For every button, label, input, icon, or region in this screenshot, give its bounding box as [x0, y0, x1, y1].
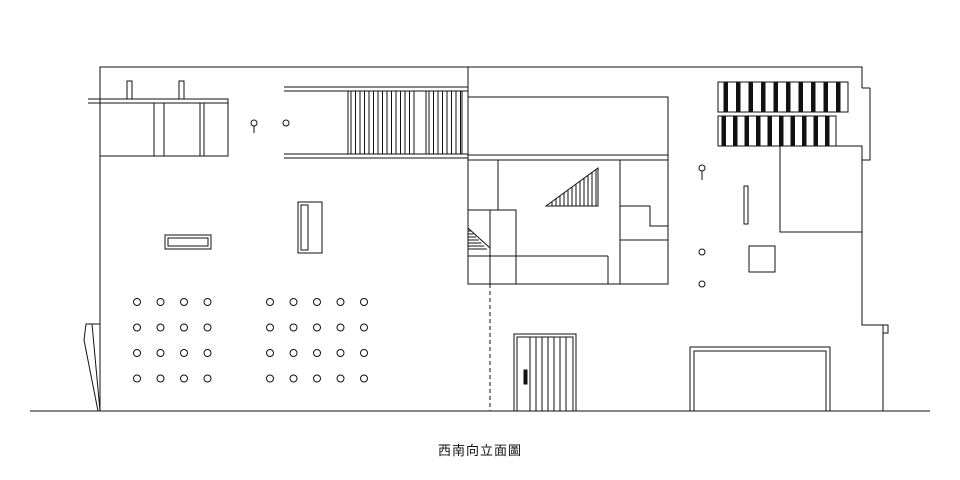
door-slats: [529, 337, 567, 411]
porthole: [266, 349, 274, 357]
shutter-fin: [773, 81, 778, 113]
porthole: [336, 323, 345, 332]
porthole-grids: [133, 298, 368, 383]
wall-light: [250, 119, 258, 127]
shutter-fin: [723, 81, 728, 113]
shutter-fin: [811, 81, 816, 113]
drawing-caption: 西南向立面圖: [437, 444, 522, 459]
slot-window: [164, 234, 212, 250]
shutter-fins: [721, 81, 841, 147]
shutter-fin: [823, 81, 828, 113]
shutter-fin: [779, 115, 784, 147]
porthole: [133, 323, 141, 332]
square-window: [779, 145, 863, 233]
shutter-fin: [813, 115, 818, 147]
porthole: [156, 349, 165, 357]
porthole: [203, 374, 212, 383]
porthole: [360, 298, 368, 306]
slim-window: [743, 185, 749, 225]
porthole: [203, 349, 212, 357]
porthole: [133, 374, 141, 383]
shutter-fin: [825, 115, 830, 147]
vertical-window: [297, 201, 323, 254]
shutter-fin: [748, 81, 753, 113]
porthole: [336, 298, 345, 306]
shutter-fin: [744, 115, 749, 147]
wall-light: [698, 164, 706, 172]
porthole: [289, 298, 298, 306]
porthole: [289, 349, 298, 357]
porthole: [156, 374, 165, 383]
shutter-fin: [736, 81, 741, 113]
porthole: [360, 374, 368, 383]
shutter-window-bottom: [717, 115, 837, 147]
wall-light: [698, 280, 706, 288]
porthole: [289, 374, 298, 383]
porthole: [313, 349, 321, 357]
shutter-fin: [786, 81, 791, 113]
small-square-window: [748, 245, 776, 273]
porthole: [313, 323, 321, 332]
shutter-fin: [721, 115, 726, 147]
porthole: [133, 298, 141, 306]
porthole: [180, 349, 188, 357]
slat-screen: [350, 91, 461, 154]
porthole: [266, 374, 274, 383]
porthole: [266, 298, 274, 306]
shutter-window-top: [717, 81, 849, 113]
porthole: [313, 374, 321, 383]
porthole: [289, 323, 298, 332]
porthole: [180, 374, 188, 383]
shutter-fin: [733, 115, 738, 147]
garage-door: [689, 346, 831, 412]
porthole: [360, 323, 368, 332]
porthole: [203, 298, 212, 306]
shutter-fin: [836, 81, 841, 113]
porthole: [133, 349, 141, 357]
porthole: [266, 323, 274, 332]
shutter-fin: [802, 115, 807, 147]
central-courtyard-frame: [467, 96, 669, 285]
shutter-fin: [767, 115, 772, 147]
porthole: [180, 323, 188, 332]
porthole: [156, 298, 165, 306]
porthole: [313, 298, 321, 306]
wall-light: [698, 248, 706, 256]
shutter-fin: [761, 81, 766, 113]
entrance-door: [513, 333, 577, 412]
porthole: [336, 374, 345, 383]
wall-light: [282, 119, 290, 127]
shutter-fin: [790, 115, 795, 147]
triangle-screen-hatch: [551, 169, 597, 206]
porthole: [360, 349, 368, 357]
porthole: [336, 349, 345, 357]
right-building-block: [468, 66, 889, 412]
left-building-block: [83, 66, 491, 412]
porthole: [203, 323, 212, 332]
porthole: [156, 323, 165, 332]
shutter-fin: [798, 81, 803, 113]
porthole: [180, 298, 188, 306]
shutter-fin: [756, 115, 761, 147]
stair-hatch: [468, 230, 487, 250]
